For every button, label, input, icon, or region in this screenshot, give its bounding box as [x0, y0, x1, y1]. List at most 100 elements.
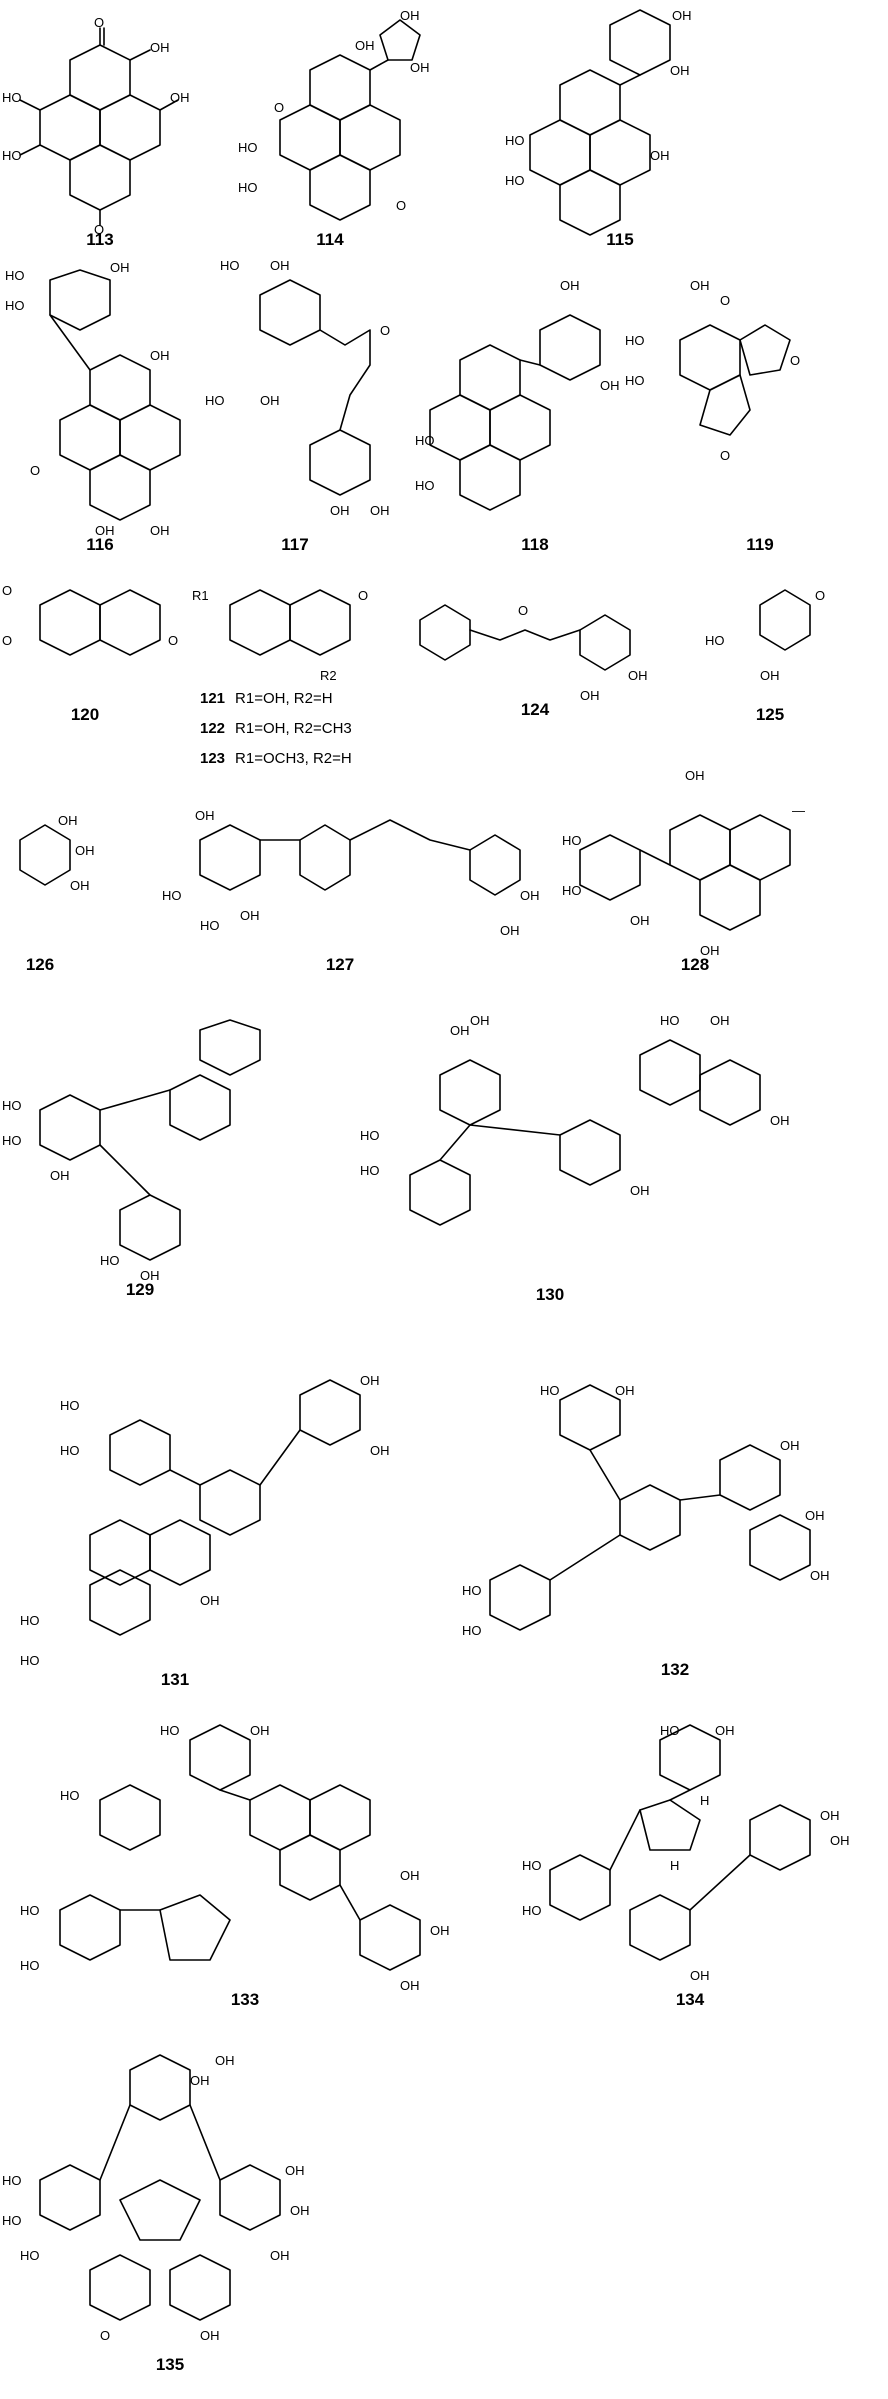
compound-label-129: 129	[125, 1280, 155, 1299]
svg-text:OH: OH	[830, 1833, 850, 1848]
svg-text:OH: OH	[672, 8, 692, 23]
svg-text:HO: HO	[20, 1653, 40, 1668]
svg-text:HO: HO	[205, 393, 225, 408]
svg-text:OH: OH	[450, 1023, 470, 1038]
svg-text:HO: HO	[160, 1723, 180, 1738]
svg-text:OH: OH	[410, 60, 430, 75]
compound-label-115: 115	[606, 230, 634, 249]
svg-text:HO: HO	[505, 173, 525, 188]
compound-label-133: 133	[230, 1990, 260, 2009]
svg-text:OH: OH	[400, 8, 420, 23]
svg-text:O: O	[380, 323, 390, 338]
svg-text:HO: HO	[2, 148, 22, 163]
svg-text:HO: HO	[705, 633, 725, 648]
structure-120: O O O	[2, 583, 178, 656]
svg-text:OH: OH	[690, 1968, 710, 1983]
svg-text:HO: HO	[2, 2213, 22, 2228]
svg-text:OH: OH	[628, 668, 648, 683]
svg-text:HO: HO	[2, 2173, 22, 2188]
compound-label-124: 124	[520, 700, 550, 719]
compound-label-127: 127	[325, 955, 355, 974]
svg-text:OH: OH	[715, 1723, 735, 1738]
svg-text:O: O	[2, 633, 12, 648]
svg-text:OH: OH	[400, 1868, 420, 1883]
svg-text:OH: OH	[250, 1723, 270, 1738]
svg-text:OH: OH	[355, 38, 375, 53]
svg-text:OH: OH	[195, 808, 215, 823]
compound-label-116: 116	[86, 535, 114, 554]
svg-text:HO: HO	[60, 1398, 80, 1413]
svg-text:O: O	[2, 583, 12, 598]
svg-text:OH: OH	[470, 1013, 490, 1028]
svg-text:HO: HO	[20, 1903, 40, 1918]
svg-text:OH: OH	[190, 2073, 210, 2088]
compound-label-135: 135	[155, 2355, 185, 2374]
svg-text:OH: OH	[615, 1383, 635, 1398]
svg-text:OH: OH	[360, 1373, 380, 1388]
svg-text:OH: OH	[600, 378, 620, 393]
svg-text:O: O	[100, 2328, 110, 2343]
svg-text:HO: HO	[360, 1128, 380, 1143]
compound-label-125: 125	[755, 705, 785, 724]
svg-text:O: O	[720, 293, 730, 308]
svg-text:HO: HO	[238, 140, 258, 155]
svg-text:HO: HO	[625, 373, 645, 388]
svg-text:O: O	[274, 100, 284, 115]
svg-text:HO: HO	[660, 1723, 680, 1738]
svg-text:O: O	[168, 633, 178, 648]
svg-text:HO: HO	[660, 1013, 680, 1028]
svg-text:OH: OH	[370, 1443, 390, 1458]
svg-text:HO: HO	[20, 1613, 40, 1628]
svg-text:HO: HO	[20, 1958, 40, 1973]
svg-text:OH: OH	[200, 1593, 220, 1608]
svg-text:HO: HO	[2, 90, 22, 105]
compound-label-128: 128	[680, 955, 710, 974]
compound-label-120: 120	[70, 705, 100, 724]
svg-text:OH: OH	[580, 688, 600, 703]
svg-text:HO: HO	[540, 1383, 560, 1398]
svg-text:HO: HO	[2, 1098, 22, 1113]
svg-text:R2: R2	[320, 668, 337, 683]
svg-text:—: —	[792, 803, 805, 818]
compound-label-132: 132	[660, 1660, 690, 1679]
svg-text:OH: OH	[270, 258, 290, 273]
compound-label-117: 117	[281, 535, 309, 554]
svg-text:OH: OH	[240, 908, 260, 923]
compound-label-118: 118	[521, 535, 549, 554]
svg-text:HO: HO	[100, 1253, 120, 1268]
svg-text:OH: OH	[810, 1568, 830, 1583]
svg-text:OH: OH	[75, 843, 95, 858]
structure-114: OH OH OH O HO HO O	[238, 8, 430, 221]
structure-113: O OH OH HO HO O	[2, 15, 190, 237]
svg-text:HO: HO	[60, 1443, 80, 1458]
svg-text:OH: OH	[400, 1978, 420, 1993]
svg-text:OH: OH	[50, 1168, 70, 1183]
compound-label-131: 131	[160, 1670, 190, 1689]
svg-text:HO: HO	[462, 1583, 482, 1598]
svg-text:OH: OH	[270, 2248, 290, 2263]
svg-text:HO: HO	[625, 333, 645, 348]
svg-text:OH: OH	[260, 393, 280, 408]
svg-text:O: O	[358, 588, 368, 603]
svg-text:OH: OH	[150, 523, 170, 538]
svg-text:OH: OH	[170, 90, 190, 105]
svg-text:OH: OH	[110, 260, 130, 275]
svg-text:OH: OH	[150, 348, 170, 363]
svg-text:OH: OH	[685, 768, 705, 783]
structure-131: OH OH HO HO HO HO OH	[20, 1373, 390, 1668]
compound-label-119: 119	[746, 535, 774, 554]
svg-text:OH: OH	[770, 1113, 790, 1128]
svg-text:HO: HO	[5, 268, 25, 283]
